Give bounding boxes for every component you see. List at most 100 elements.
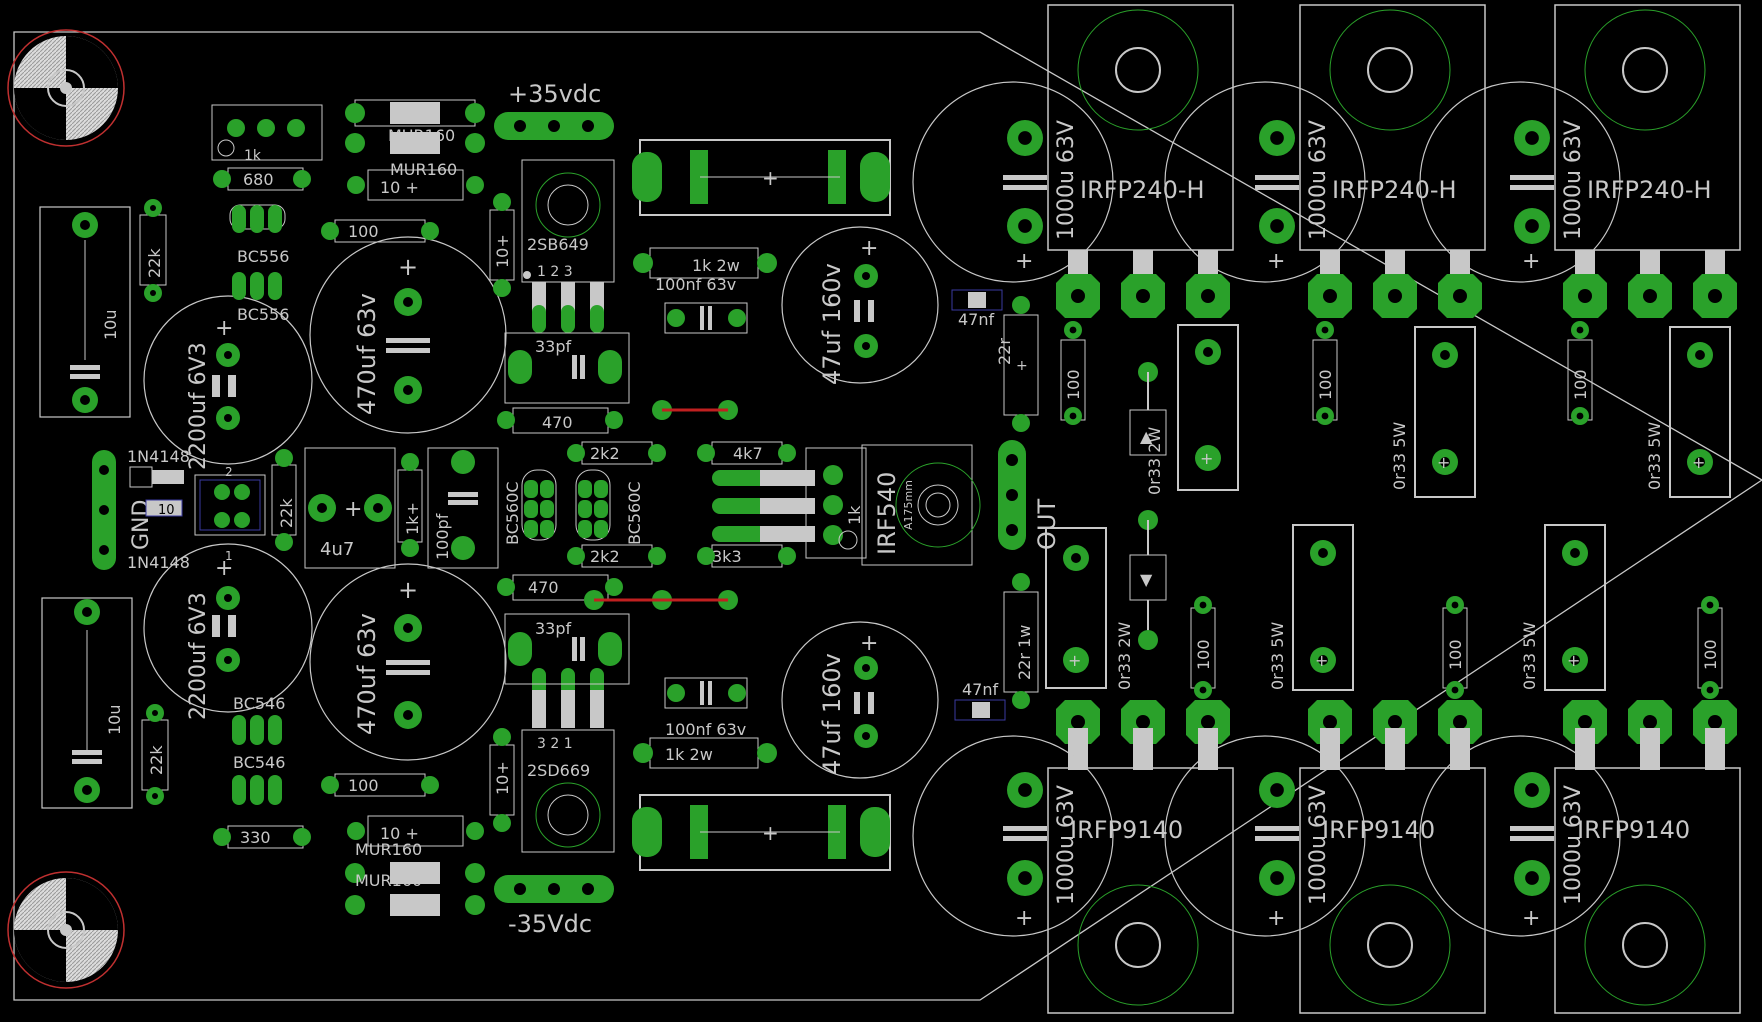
res-100-emit-top-2: 100: [1312, 321, 1338, 425]
cap-1000u-top-outline-3: [1419, 81, 1621, 283]
bc546-a-label: BC546: [233, 694, 285, 713]
board-outline: [13, 31, 1762, 1001]
res-0r33-5w-top-2: +0r33 5W: [1645, 326, 1731, 498]
cap-4u7-label: 4u7: [320, 539, 354, 560]
irfp240-label-3: IRFP240-H: [1587, 176, 1712, 204]
cap-470uf-top-label: 470uf 63v: [353, 293, 381, 415]
transistor-bc556-b: BC556: [232, 272, 289, 324]
cap-10u-top-label: 10u: [101, 310, 120, 341]
transistor-bc546-a: BC546: [232, 694, 285, 745]
res-0r33-5w-top-1: +0r33 5W: [1390, 326, 1476, 498]
cap-1000u-bottom-label-3: 1000u 63V: [1561, 785, 1586, 905]
q-2sb649-pins: 1 2 3: [537, 264, 573, 280]
gnd-connector: GND: [92, 450, 154, 570]
mosfet-irfp9140-1: IRFP9140: [1047, 700, 1234, 1014]
cap-47uf-bottom: + 47uf 160v: [781, 621, 939, 779]
cap-100pf-label: 100pf: [433, 513, 452, 560]
cap-1000u-bottom-outline-2: [1164, 735, 1366, 937]
cap-1000u-top-pad-a-2-drill: [1270, 131, 1284, 145]
irfp9140-pad-3-2-drill: [1708, 715, 1722, 729]
res-0r33-2w-center: ▲ 0r33 2W ▼: [1129, 362, 1167, 650]
irfp240-mount-ring-1: [1077, 9, 1199, 131]
pos-supply-label: +35vdc: [508, 80, 601, 108]
cap-1000u-top-plus-3: +: [1522, 249, 1540, 274]
bc556-b-label: BC556: [237, 305, 289, 324]
res-0r33-5w-bottom-plus-1: +: [1315, 651, 1328, 670]
mur160-c-label: MUR160: [355, 840, 422, 859]
res-0r33-2w-left: + 0r33 2W: [1045, 527, 1134, 690]
svg-text:+: +: [1068, 651, 1081, 670]
svg-text:+: +: [398, 253, 418, 281]
res-0r33-5w-bottom-pad-a-2-drill: [1570, 548, 1580, 558]
cap-1000u-bottom-2: +1000u 63V: [1164, 735, 1366, 937]
irfp240-mount-ring-3: [1584, 9, 1706, 131]
res-100-emit-bottom-pad-b-1-drill: [1199, 686, 1207, 694]
res-100-emit-top-3: 100: [1567, 321, 1593, 425]
cap-1000u-bottom-plate-b-1: [1003, 836, 1047, 841]
res-22r-bottom: 22r 1w: [1003, 573, 1039, 709]
diode-mur160-top: MUR160 MUR160: [345, 99, 485, 179]
res-100-emit-bottom-pad-a-3-drill: [1706, 601, 1714, 609]
cap-1000u-bottom-pad-a-3-drill: [1525, 783, 1539, 797]
cap-10p-bottom: 10+: [489, 728, 515, 832]
res-1k2w-top: 1k 2w: [633, 247, 777, 279]
cap-1000u-top-pad-a-1-drill: [1018, 131, 1032, 145]
res-0r33-5w-top-label-2: 0r33 5W: [1645, 422, 1664, 490]
cap-1000u-top-2: +1000u 63V: [1164, 81, 1366, 283]
diode-1n4148-b-label: 1N4148: [127, 553, 190, 572]
cap-33pf-top: 33pf: [504, 332, 630, 404]
irfp240-pad-1-1-drill: [1136, 289, 1150, 303]
header-1k-label: 1k: [244, 148, 262, 164]
res-680: 680: [213, 167, 311, 191]
res-100-emit-top-pad-b-2-drill: [1321, 412, 1329, 420]
irfp9140-pad-2-0-drill: [1323, 715, 1337, 729]
res-100-top-label: 100: [348, 222, 379, 241]
res-100-emit-top-pad-b-1-drill: [1069, 412, 1077, 420]
irfp9140-lead-2-1: [1385, 728, 1405, 770]
res-3k3: 3k3: [697, 544, 796, 568]
irfp240-pad-1-0-drill: [1071, 289, 1085, 303]
irfp9140-lead-1-2: [1198, 728, 1218, 770]
res-10-top: 10 +: [347, 169, 484, 201]
diode-1n4148-b: 10 1N4148: [127, 499, 190, 572]
num-2-label: 2: [225, 465, 233, 479]
mur160-d-label: MUR160: [355, 871, 422, 890]
input-trimmer: 2 1: [194, 465, 266, 563]
res-1k2w-bottom: 1k 2w: [633, 737, 777, 769]
irfp9140-pad-1-2-drill: [1201, 715, 1215, 729]
res-10-bottom: 10 +: [347, 815, 484, 847]
res-0r33-5w-top-plus-1: +: [1437, 453, 1450, 472]
irfp9140-label-3: IRFP9140: [1577, 816, 1690, 844]
cap-1000u-bottom-plate-b-2: [1255, 836, 1299, 841]
cap-1000u-bottom-outline-3: [1419, 735, 1621, 937]
svg-text:▼: ▼: [1140, 570, 1153, 589]
header-1k: 1k: [211, 104, 323, 164]
irfp9140-lead-3-0: [1575, 728, 1595, 770]
cap-33pf-bottom: 33pf: [504, 613, 630, 685]
cap-1000u-bottom-plus-3: +: [1522, 906, 1540, 931]
mosfet-irfp240-1: IRFP240-H: [1047, 4, 1234, 318]
res-4k7: 4k7: [697, 441, 796, 465]
cap-1000u-top-pad-a-3-drill: [1525, 131, 1539, 145]
irfp9140-lead-3-1: [1640, 728, 1660, 770]
res-0r33-5w-bottom-pad-b-1-drill: [1318, 655, 1328, 665]
cap-47uf-top: + 47uf 160v: [781, 226, 939, 385]
res-100-emit-bottom-pad-b-3-drill: [1706, 686, 1714, 694]
cap-100nf-bottom: 100nf 63v: [664, 677, 748, 739]
irfp9140-mount-ring-3: [1584, 884, 1706, 1006]
a175-label: A175mm: [902, 480, 915, 530]
res-100-emit-bottom-1: 100: [1190, 596, 1216, 699]
res-0r33-5w-bottom-1: +0r33 5W: [1268, 524, 1354, 691]
res-0r33-2w-a-label: 0r33 2W: [1145, 427, 1164, 495]
cap-1000u-top-plate-a-1: [1003, 175, 1047, 180]
out-connector: OUT: [998, 440, 1061, 550]
res-100-emit-top-label-3: 100: [1571, 369, 1590, 400]
cap-100pf: 100pf: [427, 447, 499, 569]
irfp9140-mount-hole-2: [1367, 922, 1413, 968]
irfp9140-body-2: [1299, 767, 1486, 1014]
irfp9140-pad-3-0-drill: [1578, 715, 1592, 729]
cap-1000u-bottom-plate-a-3: [1510, 826, 1554, 831]
res-0r33-5w-bottom-pad-a-1-drill: [1318, 548, 1328, 558]
svg-text:+: +: [1200, 449, 1213, 468]
